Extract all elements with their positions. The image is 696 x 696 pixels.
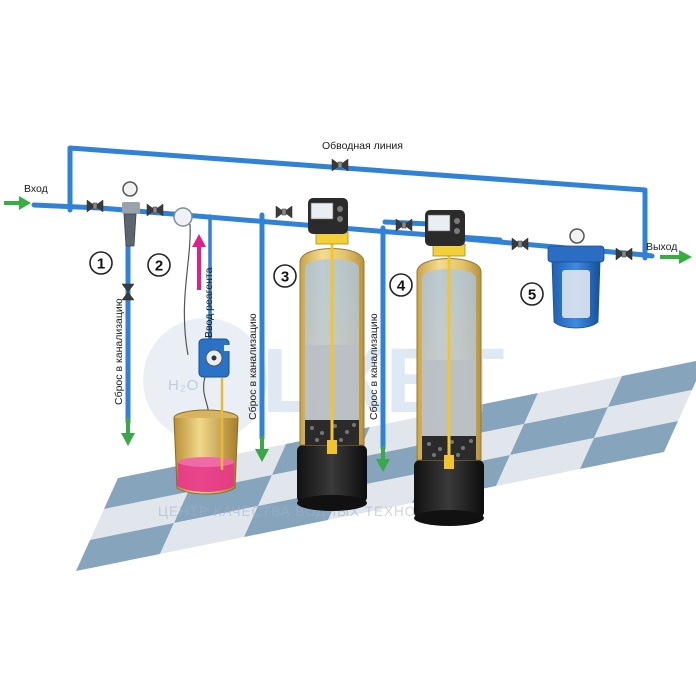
- drain-label-1: Сброс в канализацию: [113, 298, 125, 405]
- labels: Вход Выход Обводная линия Ввод реагента …: [24, 140, 677, 420]
- floor-tile: [594, 390, 692, 438]
- drain-label-3: Сброс в канализацию: [247, 313, 259, 420]
- flow-arrows: [4, 196, 692, 472]
- floor-tile: [90, 492, 188, 540]
- drain-arrow-4: [376, 446, 390, 472]
- reagent-liquid: [177, 462, 234, 492]
- floor-tile: [76, 523, 174, 571]
- tank4-display: [427, 214, 451, 232]
- floor-tile: [496, 438, 594, 486]
- filter-cartridge: [562, 270, 590, 318]
- svg-text:4: 4: [397, 278, 406, 295]
- valves: [86, 158, 633, 301]
- valve-bypass: [331, 158, 349, 172]
- svg-text:1: 1: [97, 256, 105, 273]
- reagent-input-label: Ввод реагента: [203, 267, 215, 338]
- drain-arrow-1: [121, 418, 135, 446]
- number-badge-3: 3: [273, 264, 297, 288]
- tank4-base: [414, 460, 484, 518]
- valve-drain-1: [121, 283, 135, 301]
- drain-arrow-3: [255, 436, 269, 462]
- svg-text:2: 2: [155, 258, 163, 275]
- flow-meter-icon: [173, 207, 193, 227]
- floor-tile: [174, 475, 272, 523]
- number-badge-2: 2: [147, 253, 171, 277]
- svg-text:5: 5: [528, 287, 536, 304]
- number-badge-5: 5: [520, 282, 544, 306]
- pressure-gauge-icon: [122, 181, 138, 197]
- floor-tile: [580, 421, 678, 469]
- tank3-display: [310, 202, 334, 220]
- watermark-tagline: ЦЕНТР КАЧЕСТВА ВОДНЫХ ТЕХНОЛОГИЙ: [158, 504, 467, 519]
- valve-inlet: [86, 199, 104, 213]
- tank3-base: [297, 445, 367, 503]
- filter-tank-4: [414, 210, 484, 526]
- number-badge-4: 4: [389, 273, 413, 297]
- valve-outlet: [615, 247, 633, 261]
- component-numbers: 1 2 3 4 5: [89, 251, 544, 306]
- valve-after-filter1: [146, 203, 164, 217]
- valve-filter5-in: [511, 237, 529, 251]
- floor-tile: [608, 361, 696, 407]
- watermark-mark: H₂O: [168, 377, 199, 394]
- filter-tank-3: [297, 198, 367, 511]
- svg-text:3: 3: [281, 269, 289, 286]
- inlet-arrow: [4, 196, 31, 210]
- pressure-gauge-5-icon: [569, 228, 585, 244]
- cartridge-filter-5: [547, 228, 605, 329]
- valve-tank4-in: [395, 218, 413, 232]
- outlet-arrow: [660, 250, 692, 264]
- bypass-pipe: [67, 145, 648, 261]
- floor-tile: [160, 506, 258, 554]
- floor-tile: [510, 407, 608, 455]
- outlet-label: Выход: [646, 241, 677, 253]
- inlet-label: Вход: [24, 183, 48, 195]
- reagent-tube: [183, 223, 191, 356]
- bypass-label: Обводная линия: [322, 140, 403, 152]
- valve-tank3-in: [275, 205, 293, 219]
- number-badge-1: 1: [89, 251, 113, 275]
- prefilter-1: [122, 181, 140, 247]
- floor-tile: [524, 376, 622, 424]
- watermark-drop-icon: [143, 318, 267, 442]
- dosing-unit-2: [173, 207, 239, 495]
- drain-label-4: Сброс в канализацию: [368, 313, 380, 420]
